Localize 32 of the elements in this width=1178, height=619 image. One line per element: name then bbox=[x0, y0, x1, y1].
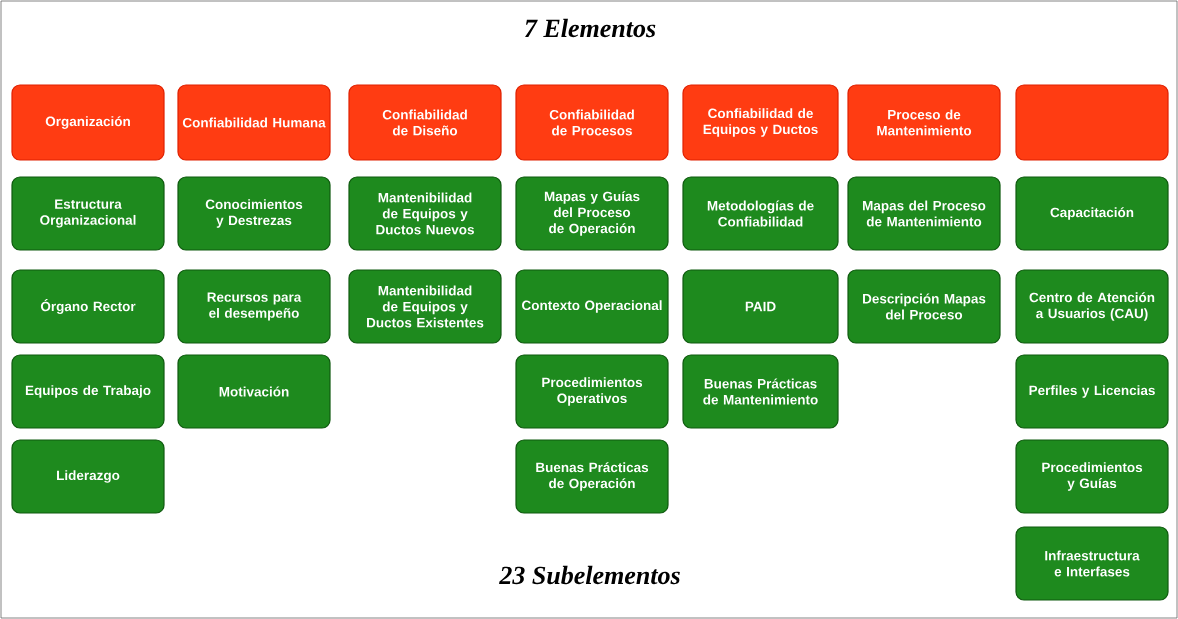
subelement-box: Infraestructura e Interfases bbox=[1015, 526, 1169, 601]
subtitle: 23 Subelementos bbox=[499, 565, 680, 585]
subelement-box: Recursos para el desempeño bbox=[177, 269, 331, 344]
subelement-box: Centro de Atención a Usuarios (CAU) bbox=[1015, 269, 1169, 344]
element-box: Organización bbox=[11, 84, 165, 161]
subelement-box: Estructura Organizacional bbox=[11, 176, 165, 251]
subelement-box: Perfiles y Licencias bbox=[1015, 354, 1169, 429]
element-box: Confiabilidad de Equipos y Ductos bbox=[682, 84, 839, 161]
element-box: Proceso de Mantenimiento bbox=[847, 84, 1001, 161]
subelement-box: Liderazgo bbox=[11, 439, 165, 514]
element-box bbox=[1015, 84, 1169, 161]
subelement-box: Procedimientos Operativos bbox=[515, 354, 669, 429]
subelement-box: Procedimientos y Guías bbox=[1015, 439, 1169, 514]
subelement-box: Contexto Operacional bbox=[515, 269, 669, 344]
subelement-box: Buenas Prácticas de Operación bbox=[515, 439, 669, 514]
subelement-box: Buenas Prácticas de Mantenimiento bbox=[682, 354, 839, 429]
subelement-box: Mapas y Guías del Proceso de Operación bbox=[515, 176, 669, 251]
subelement-box: Conocimientos y Destrezas bbox=[177, 176, 331, 251]
title: 7 Elementos bbox=[525, 18, 656, 38]
subelement-box: PAID bbox=[682, 269, 839, 344]
subelement-box: Equipos de Trabajo bbox=[11, 354, 165, 429]
subelement-box: Descripción Mapas del Proceso bbox=[847, 269, 1001, 344]
subelement-box: Capacitación bbox=[1015, 176, 1169, 251]
subelement-box: Mantenibilidad de Equipos y Ductos Existentes bbox=[348, 269, 502, 344]
subelement-box: Motivación bbox=[177, 354, 331, 429]
subelement-box: Mantenibilidad de Equipos y Ductos Nuevos bbox=[348, 176, 502, 251]
subelement-box: Metodologías de Confiabilidad bbox=[682, 176, 839, 251]
element-box: Confiabilidad de Procesos bbox=[515, 84, 669, 161]
subelement-box: Órgano Rector bbox=[11, 269, 165, 344]
element-box: Confiabilidad Humana bbox=[177, 84, 331, 161]
element-box: Confiabilidad de Diseño bbox=[348, 84, 502, 161]
subelement-box: Mapas del Proceso de Mantenimiento bbox=[847, 176, 1001, 251]
